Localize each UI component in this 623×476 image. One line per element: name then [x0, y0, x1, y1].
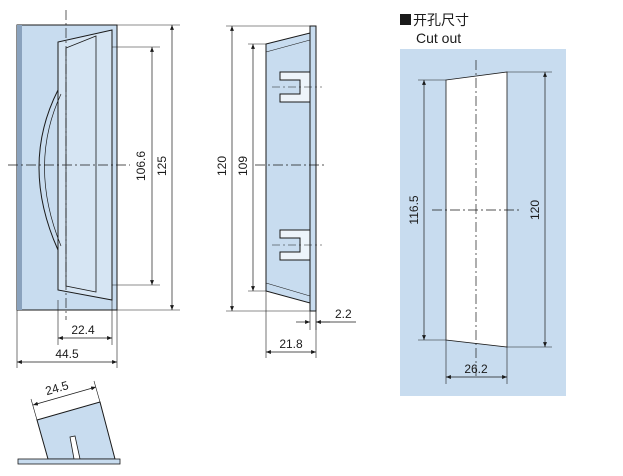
ext-line — [93, 380, 101, 403]
front-left-edge-shadow — [17, 25, 22, 310]
dim-label-detail-depth: 24.5 — [44, 378, 71, 398]
side-slope-top — [265, 39, 311, 53]
dim-label-flange-thickness: 2.2 — [335, 307, 352, 321]
dim-label-side-outer-height: 120 — [215, 156, 229, 176]
side-clip-upper — [279, 71, 311, 103]
front-grip-inner — [65, 35, 97, 293]
dim-label-inner-height: 106.6 — [134, 151, 148, 181]
dim-label-cutout-right: 120 — [528, 200, 542, 220]
side-clip-lower — [279, 229, 311, 261]
cutout-hole — [445, 71, 508, 348]
front-view: 106.6 125 22.4 44.5 — [8, 10, 180, 368]
front-handle-curve-inner — [44, 93, 62, 247]
side-slope-bottom — [265, 282, 311, 297]
side-flange — [309, 25, 317, 312]
detail-view: 24.5 — [17, 378, 121, 465]
dim-label-cutout-left: 116.5 — [407, 195, 421, 224]
front-handle-curve — [38, 89, 59, 251]
dim-label-cutout-width: 26.2 — [464, 362, 488, 376]
ext-line — [30, 398, 38, 421]
detail-base-plate — [17, 458, 121, 465]
dim-label-grip-width: 22.4 — [71, 323, 95, 337]
cutout-title-cn: 开孔尺寸 — [413, 12, 469, 28]
cutout-title-en: Cut out — [416, 30, 461, 46]
cutout-view: 开孔尺寸 Cut out 116.5 120 26.2 — [400, 12, 566, 396]
dim-label-total-width: 44.5 — [55, 347, 79, 361]
cutout-title-square — [400, 14, 411, 25]
dim-line-detail-depth — [32, 386, 97, 406]
dim-label-side-inner-height: 109 — [236, 156, 250, 176]
side-view: 120 109 2.2 21.8 — [215, 25, 356, 358]
dim-label-depth: 21.8 — [279, 337, 303, 351]
dim-label-outer-height: 125 — [155, 156, 169, 176]
